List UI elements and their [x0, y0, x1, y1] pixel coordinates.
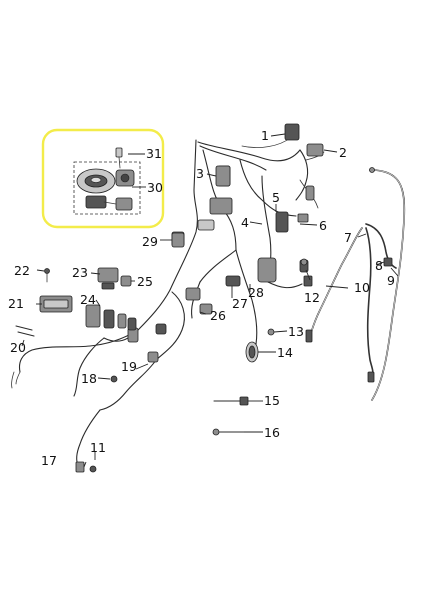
ignition-lock-assembly	[76, 147, 135, 211]
callout-19: 19	[121, 359, 137, 374]
callout-5: 5	[272, 190, 280, 205]
callout-29: 29	[142, 234, 158, 249]
callout-4: 4	[241, 215, 249, 230]
callouts: 1 2 3 4 5 6 7 8 9 10 11 12 13 14 15 16 1…	[8, 128, 395, 468]
part-11-sensor	[300, 258, 308, 266]
callout-27: 27	[232, 296, 248, 311]
part-18	[110, 375, 118, 383]
part-29	[171, 232, 185, 248]
callout-8: 8	[375, 258, 383, 273]
callout-17: 17	[41, 453, 57, 468]
callout-16: 16	[264, 425, 280, 440]
callout-10: 10	[354, 280, 370, 295]
callout-26: 26	[210, 308, 226, 323]
part-11-17	[75, 461, 97, 473]
cables	[305, 167, 406, 401]
callout-22: 22	[14, 263, 30, 278]
callout-11: 11	[90, 440, 106, 455]
callout-30: 30	[147, 180, 163, 195]
callout-23: 23	[72, 265, 88, 280]
part-20	[15, 325, 35, 337]
callout-13: 13	[288, 324, 304, 339]
callout-6: 6	[319, 218, 327, 233]
part-13	[267, 328, 275, 336]
part-16	[212, 428, 245, 436]
callout-15: 15	[264, 393, 280, 408]
part-21	[39, 295, 73, 313]
part-23-25	[97, 267, 132, 290]
callout-18: 18	[81, 371, 97, 386]
leader-lines	[21, 133, 399, 468]
callout-3: 3	[196, 166, 204, 181]
part-24	[85, 304, 137, 331]
part-3	[215, 165, 231, 187]
callout-2: 2	[339, 145, 347, 160]
part-22	[44, 268, 50, 283]
part-12	[303, 275, 313, 287]
callout-9: 9	[387, 273, 395, 288]
callout-28: 28	[248, 285, 264, 300]
callout-12: 12	[304, 290, 320, 305]
part-15	[213, 396, 249, 406]
callout-7: 7	[344, 230, 352, 245]
callout-25: 25	[137, 274, 153, 289]
highlight-box	[41, 128, 165, 229]
part-14	[245, 341, 259, 363]
callout-31: 31	[146, 146, 162, 161]
callout-24: 24	[80, 292, 96, 307]
callout-1: 1	[261, 128, 269, 143]
kit-dashed-outline	[73, 161, 141, 215]
callout-14: 14	[277, 345, 293, 360]
callout-21: 21	[8, 296, 24, 311]
callout-20: 20	[10, 340, 26, 355]
